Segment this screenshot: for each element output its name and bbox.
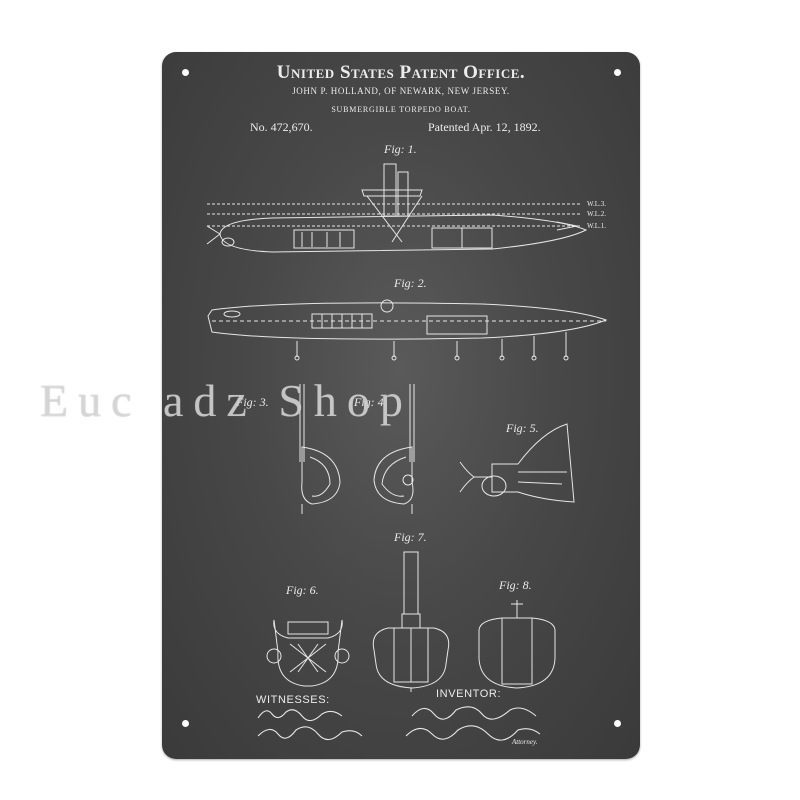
fig-5-label: Fig: 5. [506, 421, 539, 435]
fig-7-label: Fig: 7. [394, 530, 427, 544]
fig1-deck [362, 190, 422, 196]
fig4-blade [374, 447, 413, 504]
witnesses-label: WITNESSES: [256, 694, 330, 706]
figure-8-cross-section [479, 600, 555, 688]
patent-drawings [162, 52, 640, 759]
shop-watermark: Euc adz Shop [40, 375, 413, 426]
fig-3-label: Fig: 3. [236, 395, 269, 409]
inventor-line: JOHN P. HOLLAND, OF NEWARK, NEW JERSEY. [292, 86, 510, 96]
fig-1-label: Fig: 1. [384, 142, 417, 156]
fig5-stern-body [492, 424, 574, 502]
inventor-label: INVENTOR: [436, 688, 502, 700]
figure-6-cross-section [267, 620, 349, 686]
patent-number: No. 472,670. [250, 120, 313, 134]
figure-4-rudder-section [374, 384, 414, 514]
fig2-hull [208, 303, 606, 339]
mounting-hole-top-left [182, 69, 189, 76]
fig-2-label: Fig: 2. [394, 276, 427, 290]
figure-3-rudder-section [300, 384, 340, 514]
patent-subject: SUBMERGIBLE TORPEDO BOAT. [331, 105, 471, 114]
witness-signatures [258, 710, 362, 740]
fig-4-label: Fig: 4. [354, 395, 387, 409]
fig-8-label: Fig: 8. [499, 578, 532, 592]
patent-office-title: United States Patent Office. [276, 62, 526, 83]
patent-date: Patented Apr. 12, 1892. [428, 120, 541, 134]
inventor-signatures [406, 707, 540, 740]
metal-sign: United States Patent Office. JOHN P. HOL… [162, 52, 640, 759]
mounting-hole-bottom-right [614, 720, 621, 727]
fig-6-label: Fig: 6. [286, 583, 319, 597]
fig3-blade [302, 447, 340, 504]
fig1-strut-b [392, 196, 422, 242]
attorney-label: Attorney. [512, 738, 538, 746]
mounting-hole-top-right [614, 69, 621, 76]
fig1-hull [220, 215, 586, 252]
figure-7-cross-section [373, 552, 448, 692]
mounting-hole-bottom-left [182, 720, 189, 727]
figure-1-side-elevation [207, 164, 586, 252]
fig1-turret [398, 172, 408, 216]
waterline-label-3: W.L.3. [587, 200, 606, 208]
fig1-propeller [207, 226, 220, 244]
figure-5-stern [460, 424, 574, 502]
fig1-engine-room [294, 230, 354, 248]
waterline-label-2: W.L.2. [587, 210, 606, 218]
fig2-turret [381, 300, 393, 312]
waterline-label-1: W.L.1. [587, 222, 606, 230]
fig1-strut-a [367, 196, 402, 242]
figure-2-plan-view [208, 300, 606, 360]
